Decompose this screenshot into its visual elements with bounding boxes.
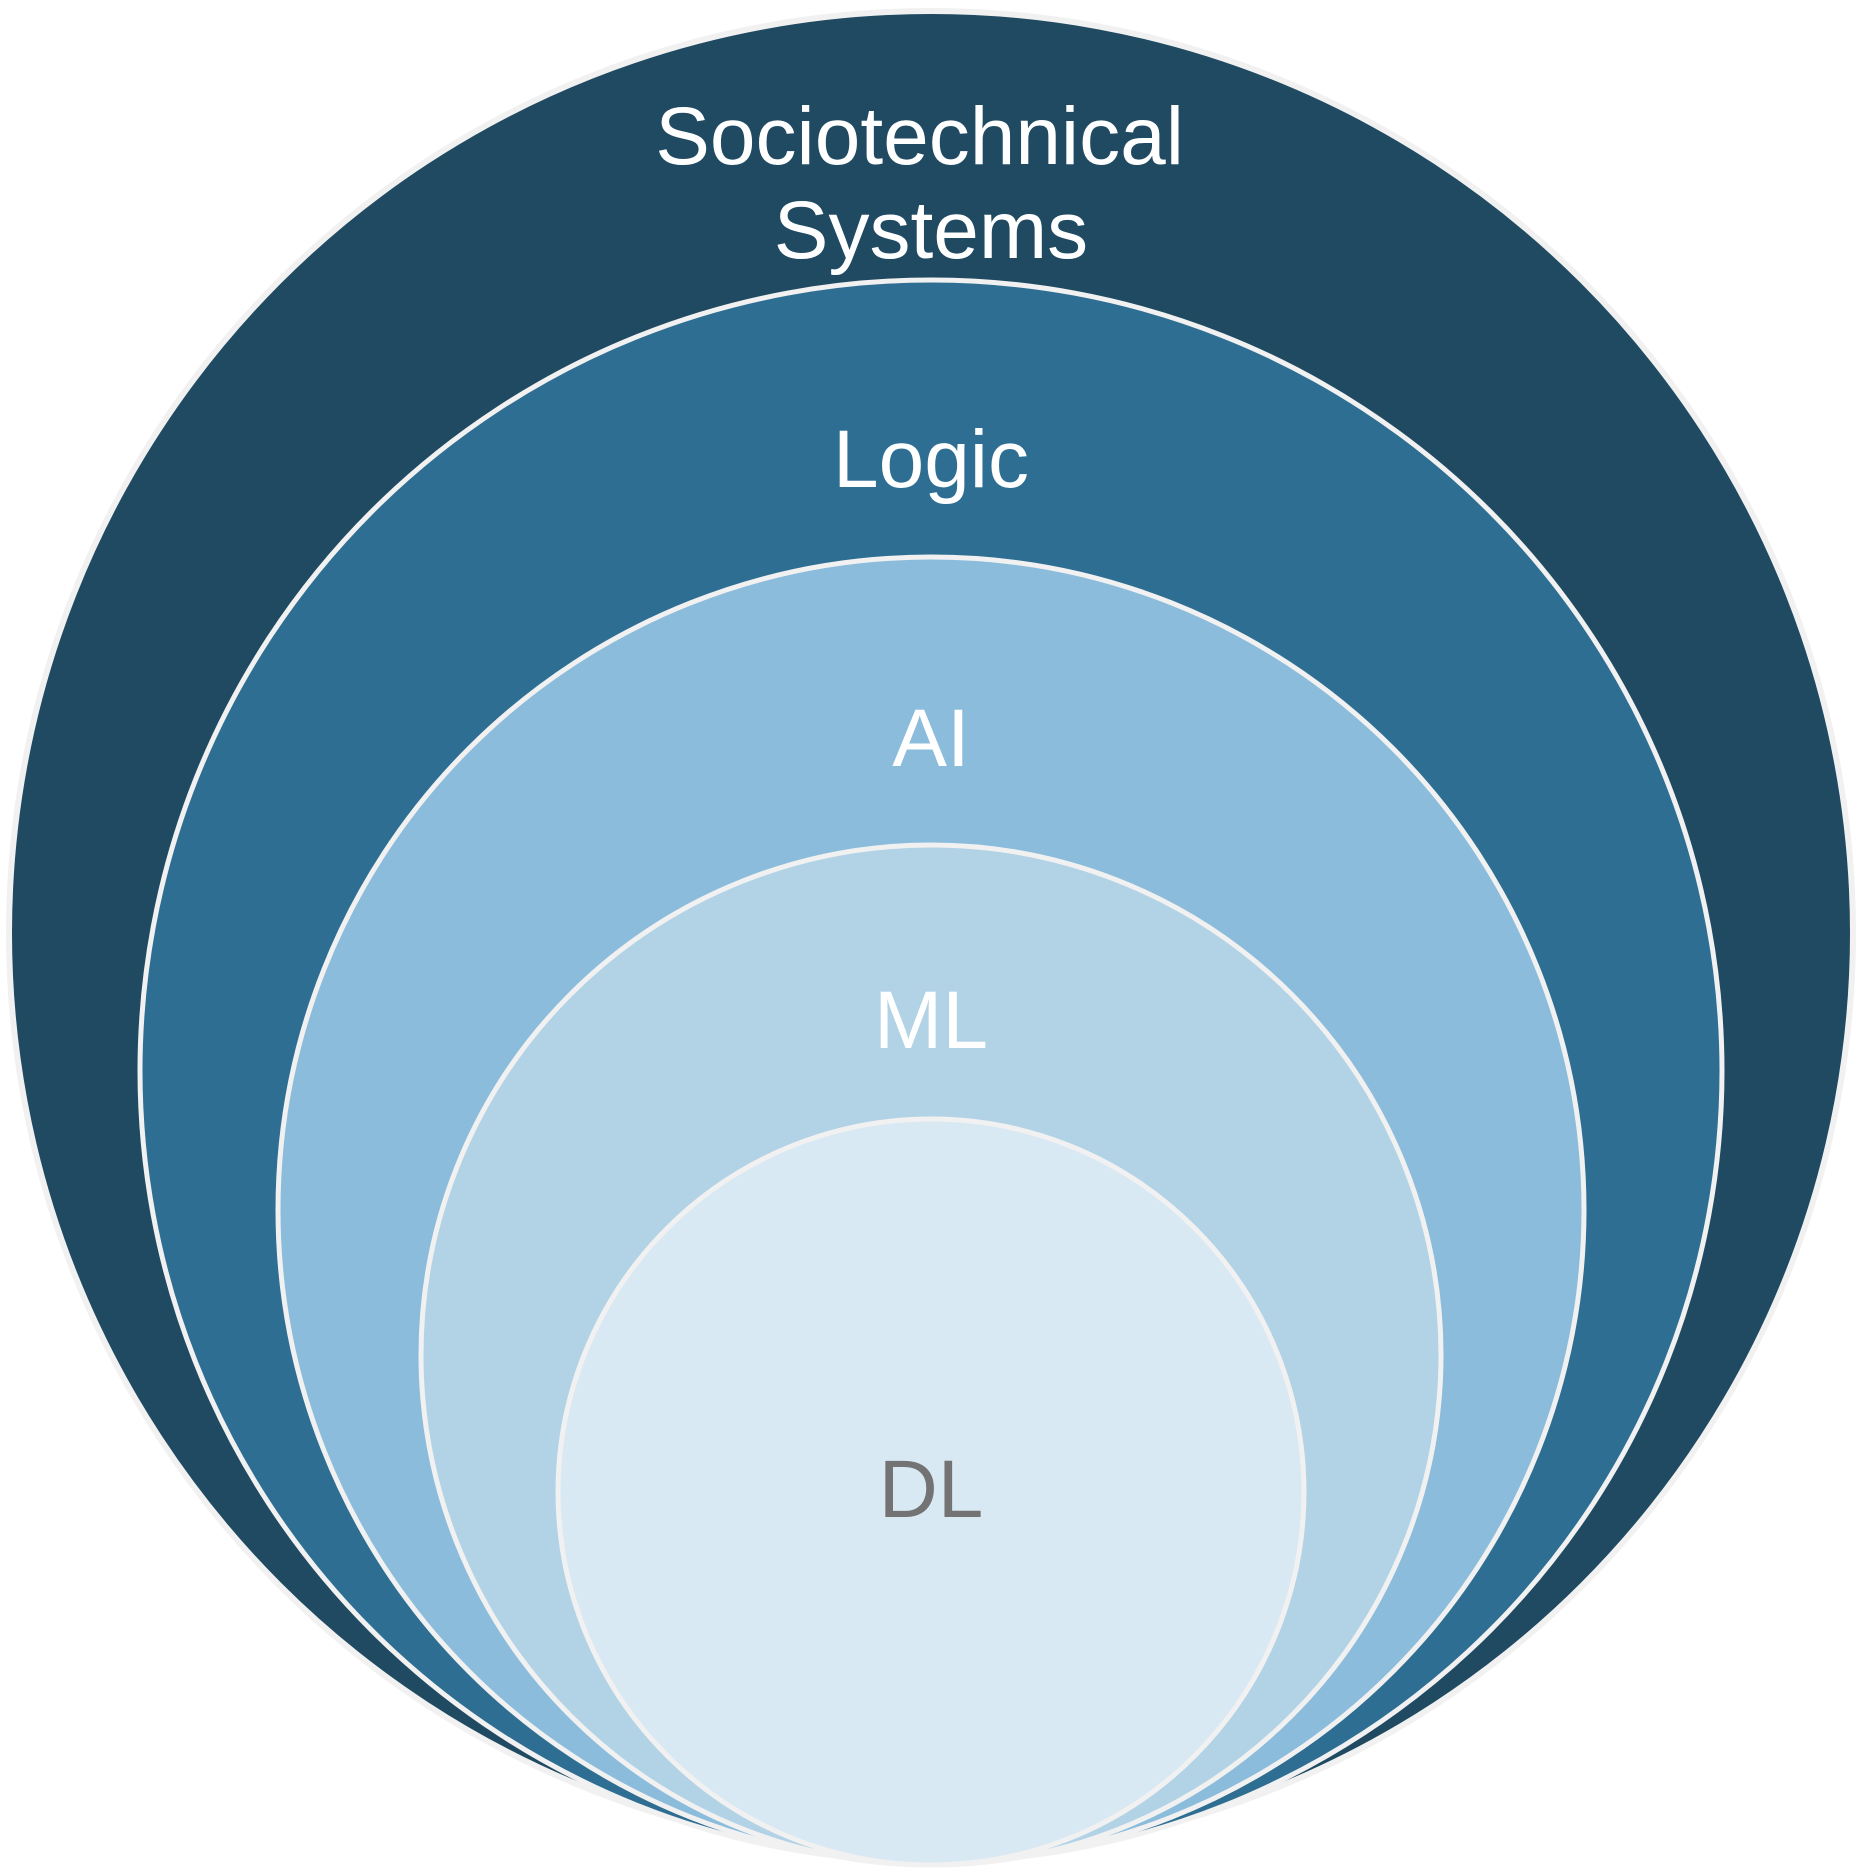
circle-dl <box>555 1116 1307 1868</box>
label-sociotechnical-systems-line-2: Systems <box>774 185 1088 276</box>
label-logic-line-1: Logic <box>833 414 1029 505</box>
label-ml-line-1: ML <box>874 975 988 1066</box>
label-ml: ML <box>874 975 988 1066</box>
label-dl: DL <box>879 1444 984 1535</box>
label-dl-line-1: DL <box>879 1444 984 1535</box>
label-logic: Logic <box>833 414 1029 505</box>
label-sociotechnical-systems: Sociotechnical Systems <box>655 91 1207 276</box>
label-sociotechnical-systems-line-1: Sociotechnical <box>655 91 1184 182</box>
label-ai: AI <box>892 693 969 784</box>
label-ai-line-1: AI <box>892 693 969 784</box>
